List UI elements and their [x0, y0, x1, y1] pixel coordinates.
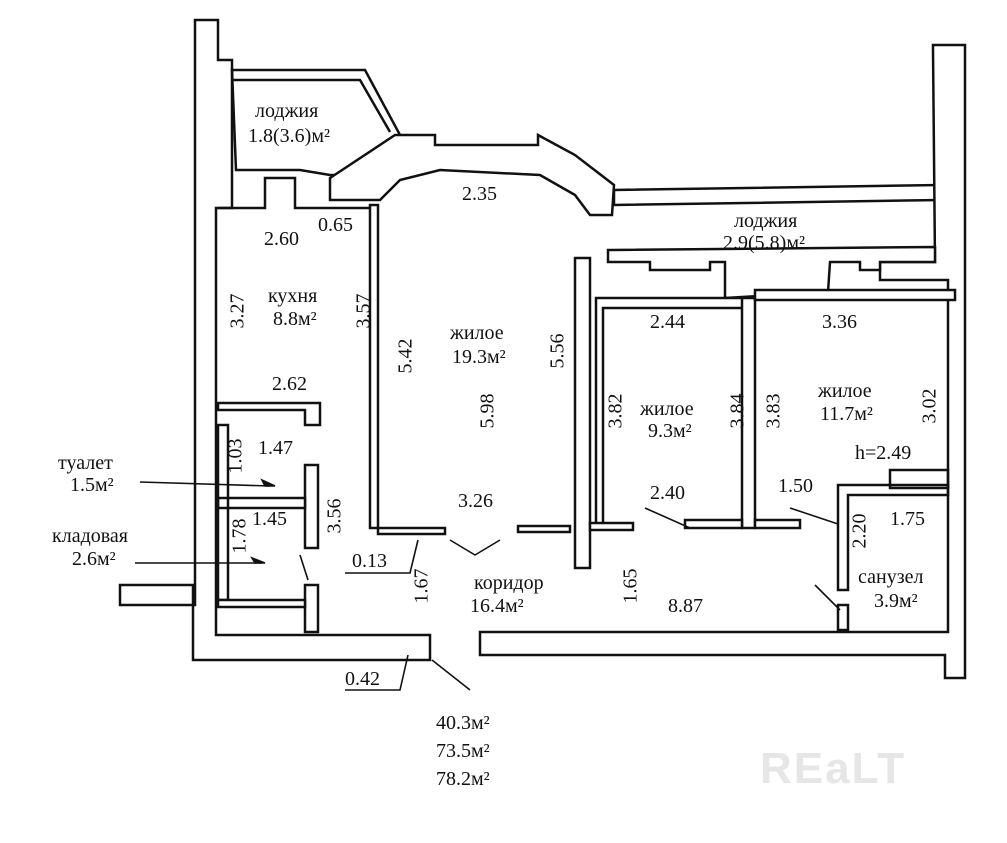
watermark-logo: REaLT	[760, 744, 907, 793]
living-right-name: жилое	[818, 380, 872, 402]
dim-label: 2.20	[848, 513, 871, 549]
ceiling-height: h=2.49	[855, 442, 912, 464]
dim-label: 3.36	[822, 311, 857, 333]
corridor-area: 16.4м²	[470, 595, 524, 617]
dim-label: 1.65	[619, 568, 642, 604]
dim-label: 3.57	[352, 293, 375, 329]
left-outer-wall	[118, 18, 432, 662]
dim-label: 5.56	[546, 333, 569, 369]
total-area-with-loggias: 78.2м²	[436, 768, 490, 790]
kitchen-top-wall	[218, 176, 370, 210]
living-big-name: жилое	[450, 322, 504, 344]
walls	[118, 18, 967, 680]
loggia-left-area: 1.8(3.6)м²	[248, 125, 330, 147]
leader-lines	[135, 478, 841, 691]
loggia-left-name: лоджия	[255, 100, 319, 122]
loggia-right-area: 2.9(5.8)м²	[723, 232, 805, 254]
dim-label: 0.42	[345, 668, 380, 690]
living-big-area: 19.3м²	[452, 346, 506, 368]
dim-label: 2.40	[650, 482, 685, 504]
kitchen-name: кухня	[268, 285, 318, 307]
storage-area: 2.6м²	[72, 548, 116, 570]
loggia-right-name: лоджия	[734, 210, 798, 232]
living-partition	[573, 256, 592, 570]
dim-label: 1.45	[252, 508, 287, 530]
bay-wall	[328, 132, 616, 217]
dim-label: 3.84	[726, 393, 749, 429]
dim-label: 3.02	[918, 388, 941, 424]
dim-label: 2.44	[650, 311, 685, 333]
total-living-area: 40.3м²	[436, 712, 490, 734]
living-mid-area: 9.3м²	[648, 420, 692, 442]
bathroom-name: санузел	[858, 566, 924, 588]
dim-label: 2.35	[462, 183, 497, 205]
living-mid-name: жилое	[640, 398, 694, 420]
dim-label: 1.03	[224, 438, 247, 474]
dim-label: 3.82	[604, 393, 627, 429]
dim-label: 1.47	[258, 437, 293, 459]
toilet-name: туалет	[58, 452, 113, 474]
dim-label: 2.60	[264, 228, 299, 250]
bathroom-area: 3.9м²	[874, 590, 918, 612]
living-right-area: 11.7м²	[820, 403, 873, 425]
dim-label: 8.87	[668, 595, 703, 617]
dim-label: 3.56	[323, 498, 346, 534]
corridor-name: коридор	[474, 572, 544, 594]
dim-label: 1.50	[778, 475, 813, 497]
dim-label: 3.26	[458, 490, 493, 512]
dim-label: 2.62	[272, 373, 307, 395]
dim-label: 1.75	[890, 508, 925, 530]
dim-label: 5.42	[394, 338, 417, 374]
dim-label: 1.67	[410, 568, 433, 604]
dim-label: 0.13	[352, 550, 387, 572]
toilet-area: 1.5м²	[70, 474, 114, 496]
dim-label: 3.27	[226, 293, 249, 329]
dim-label: 5.98	[476, 393, 499, 429]
kitchen-partition	[368, 203, 380, 530]
storage-name: кладовая	[52, 525, 129, 547]
dim-label: 0.65	[318, 214, 353, 236]
dim-label: 1.78	[228, 518, 251, 554]
right-loggia-frame	[612, 183, 942, 207]
kitchen-area: 8.8м²	[273, 308, 317, 330]
dim-label: 3.83	[762, 393, 785, 429]
total-area: 73.5м²	[436, 740, 490, 762]
